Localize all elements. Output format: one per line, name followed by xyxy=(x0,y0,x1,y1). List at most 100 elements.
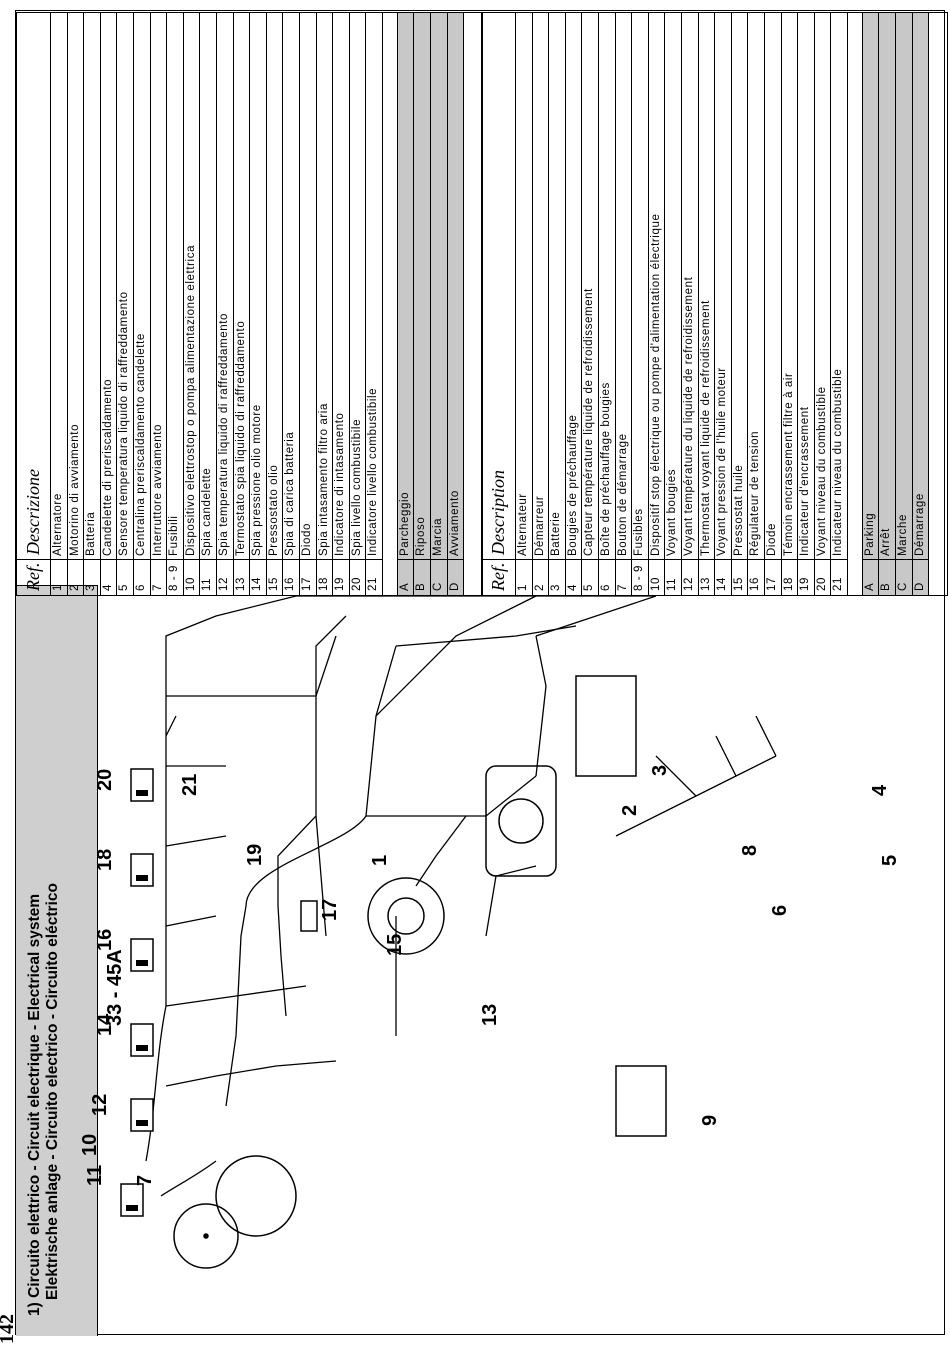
table-fr-ref: 1 xyxy=(516,559,532,595)
table-fr-row: 14 Voyant pression de l'huile moteur xyxy=(715,13,732,595)
table-fr-ref: 8 - 9 xyxy=(632,559,648,595)
table-it-ref: 8 - 9 xyxy=(167,559,183,595)
table-fr-ref: 15 xyxy=(731,559,748,595)
table-fr-desc: Voyant pression de l'huile moteur xyxy=(716,367,729,556)
table-it-desc: Spia temperatura liquido di raffreddamen… xyxy=(217,313,230,556)
callout-20: 20 xyxy=(94,769,116,791)
table-it-desc: Indicatore di intasamento xyxy=(334,412,347,557)
table-it-desc: Sensore temperatura liquido di raffredda… xyxy=(118,291,131,556)
table-fr-desc: Diode xyxy=(765,522,778,556)
table-it-key-desc: Parcheggio xyxy=(398,491,411,556)
table-fr-desc: Voyant température du liquide de refroid… xyxy=(682,276,695,556)
table-it-ref: 20 xyxy=(349,559,366,595)
table-fr-desc: Voyant niveau du combustible xyxy=(815,386,828,556)
harness-trunk xyxy=(145,715,177,1162)
table-fr-desc-header: Description xyxy=(488,470,508,555)
callout-21: 21 xyxy=(179,774,201,796)
connector-11 xyxy=(120,1183,144,1217)
table-it-desc: Pressostato olio xyxy=(267,464,280,556)
table-it-key-ref: D xyxy=(447,559,464,595)
preheat-box xyxy=(615,1065,667,1137)
callout-10: 10 xyxy=(79,1134,101,1156)
callout-3: 3 xyxy=(649,765,671,776)
table-it-key-desc: Riposo xyxy=(415,516,428,556)
table-fr-ref: 13 xyxy=(698,559,715,595)
page-frame: 142 1) Circuito elettrico - Circuit elec… xyxy=(0,10,948,1344)
connector-20 xyxy=(130,768,154,802)
table-it-desc: Candelette di preriscaldamento xyxy=(101,378,114,556)
table-it-desc-header: Descrizione xyxy=(23,469,43,555)
table-fr-ref: 14 xyxy=(715,559,731,595)
key-switch-body xyxy=(215,1155,297,1237)
table-it-ref: 1 xyxy=(51,559,67,595)
table-fr-ref: 6 xyxy=(598,559,615,595)
table-fr-ref: 21 xyxy=(831,559,847,595)
table-fr-ref-header: Ref. xyxy=(482,559,515,595)
table-fr-key-desc: Parking xyxy=(863,512,876,556)
table-fr-ref: 19 xyxy=(798,559,814,595)
table-it-desc: Alternatore xyxy=(52,493,64,556)
table-fr-ref: 5 xyxy=(582,559,598,595)
table-it-row: 5 Sensore temperatura liquido di raffredd… xyxy=(117,13,134,595)
table-fr-desc: Bouton de démarrage xyxy=(616,433,629,556)
connector-12 xyxy=(130,1098,154,1132)
callout-9: 9 xyxy=(699,1115,721,1126)
table-it-ref: 17 xyxy=(299,559,316,595)
battery-body xyxy=(575,675,637,777)
table-it-ref: 21 xyxy=(366,559,382,595)
table-fr-ref: 20 xyxy=(814,559,831,595)
table-it-desc: Spia intasamento filtro aria xyxy=(317,403,330,556)
table-fr-desc: Capteur température liquide de refroidis… xyxy=(583,288,596,556)
table-it-key-desc: Marcia xyxy=(432,517,445,556)
table-fr-key-ref: B xyxy=(879,559,896,595)
table-it-ref: 15 xyxy=(266,559,283,595)
table-it-ref: 14 xyxy=(250,559,266,595)
diode-17 xyxy=(300,900,318,932)
table-it-ref: 12 xyxy=(216,559,233,595)
table-it-ref: 2 xyxy=(67,559,84,595)
table-it-key-desc: Avviamento xyxy=(448,490,461,556)
table-it-ref: 10 xyxy=(183,559,200,595)
table-fr-ref: 18 xyxy=(781,559,798,595)
callout-5: 5 xyxy=(879,855,901,866)
table-fr-desc: Dispositif stop électrique ou pompe d'al… xyxy=(649,213,662,556)
table-fr-row: 5 Capteur température liquide de refroidi… xyxy=(582,13,599,595)
table-fr-desc: Bougies de préchauffage xyxy=(566,414,579,556)
callout-14: 14 xyxy=(94,1013,116,1036)
table-it-desc: Batteria xyxy=(85,511,98,556)
table-fr-desc: Indicateur niveau du combustible xyxy=(832,368,845,556)
table-fr-desc: Boîte de préchauffage bougies xyxy=(599,382,612,556)
table-it-row: 15 Pressostato olio xyxy=(266,13,284,595)
table-it-desc: Spia livello combustibile xyxy=(350,418,363,556)
table-it-row: 1 Alternatore xyxy=(51,13,68,595)
table-it-row: 12 Spia temperatura liquido di raffreddam… xyxy=(216,13,234,595)
table-it-key-row: D Avviamento xyxy=(447,13,465,595)
table-it-ref: 5 xyxy=(117,559,133,595)
wiring-diagram: 1 2 3 4 5 6 7 8 9 10 11 12 13 14 15 16 1… xyxy=(79,595,901,1269)
table-it-ref: 4 xyxy=(100,559,117,595)
